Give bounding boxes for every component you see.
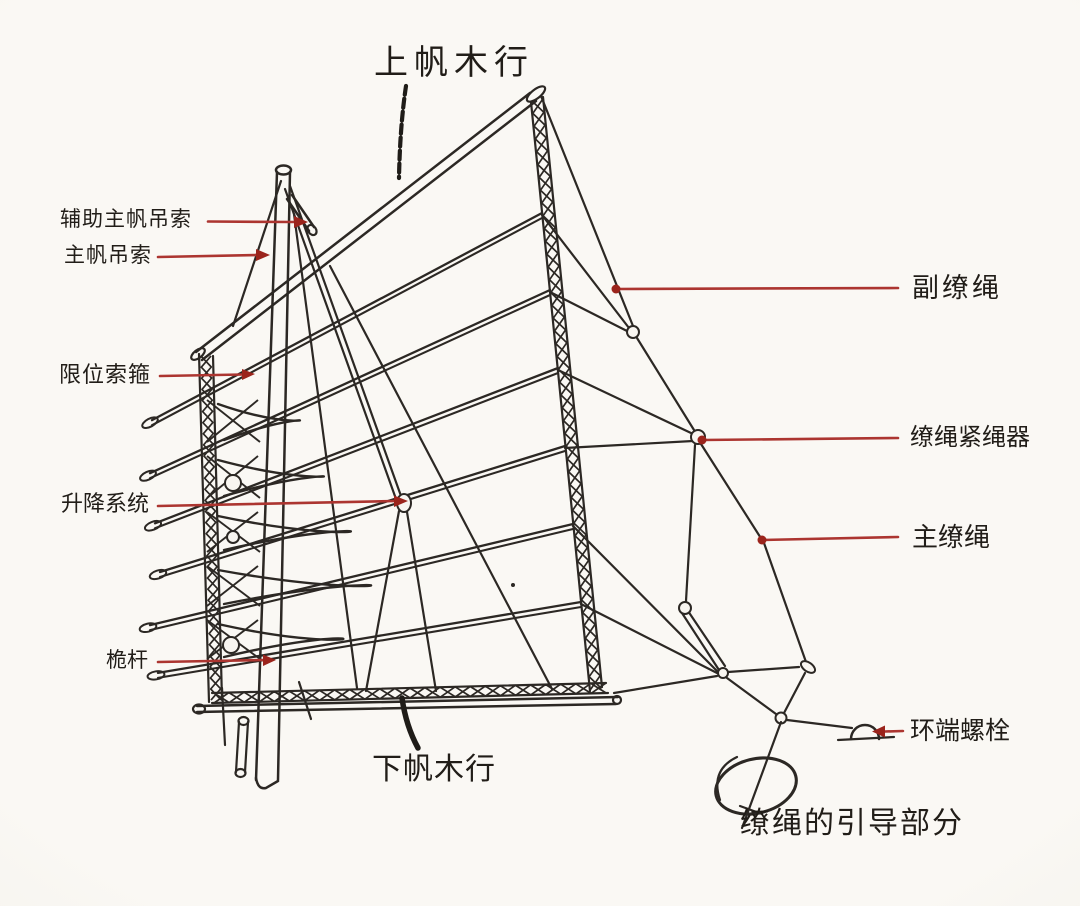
label-upper-yard: 上帆木行: [374, 45, 534, 82]
sail-battens: [138, 211, 583, 681]
label-lifting-system: 升降系统: [61, 491, 150, 516]
sail-edge-lacing: [200, 99, 607, 704]
arrow-sheet-tensioner: [700, 436, 900, 442]
mast-foot-details: [220, 583, 515, 779]
arrow-aux-halyard: [206, 220, 297, 224]
arrow-main-sheet: [760, 535, 900, 542]
sheet-convergence-block: [717, 667, 729, 679]
label-main-sheet: 主缭绳: [912, 523, 991, 552]
label-aux-halyard: 辅助主帆吊索: [60, 207, 192, 231]
arrow-aux-sheet: [614, 286, 900, 291]
arrow-eye-bolt: [883, 729, 905, 733]
aux-halyard-spar: [285, 193, 318, 237]
main-sheet-block: [799, 660, 817, 674]
mast: [254, 164, 293, 790]
sheet-block-upper: [626, 325, 640, 339]
label-parrel: 限位索箍: [59, 362, 152, 387]
arrow-lifting-system: [156, 499, 397, 508]
label-main-halyard: 主帆吊索: [64, 243, 152, 267]
arrow-mast: [156, 658, 266, 664]
label-aux-sheet: 副缭绳: [912, 273, 1002, 303]
label-sheet-guide: 缭绳的引导部分: [740, 807, 964, 840]
label-mast: 桅杆: [106, 648, 148, 672]
sheet-guide-loop: [714, 720, 798, 830]
label-eye-bolt: 环端螺栓: [910, 718, 1011, 745]
upper-yard-spar: [190, 85, 547, 362]
tensioner-lower-block: [678, 601, 692, 615]
luff-lacing: [206, 399, 261, 660]
parrel-arcs: [216, 402, 373, 659]
sheet-lines: [539, 94, 854, 730]
callout-arrows: [156, 216, 905, 738]
label-lower-yard: 下帆木行: [372, 753, 496, 786]
halyard-lines: [231, 179, 554, 693]
label-sheet-tensioner: 缭绳紧绳器: [910, 425, 1030, 451]
arrow-main-halyard: [156, 253, 259, 259]
label-pointers: [396, 83, 421, 751]
arrow-parrel: [158, 373, 245, 378]
